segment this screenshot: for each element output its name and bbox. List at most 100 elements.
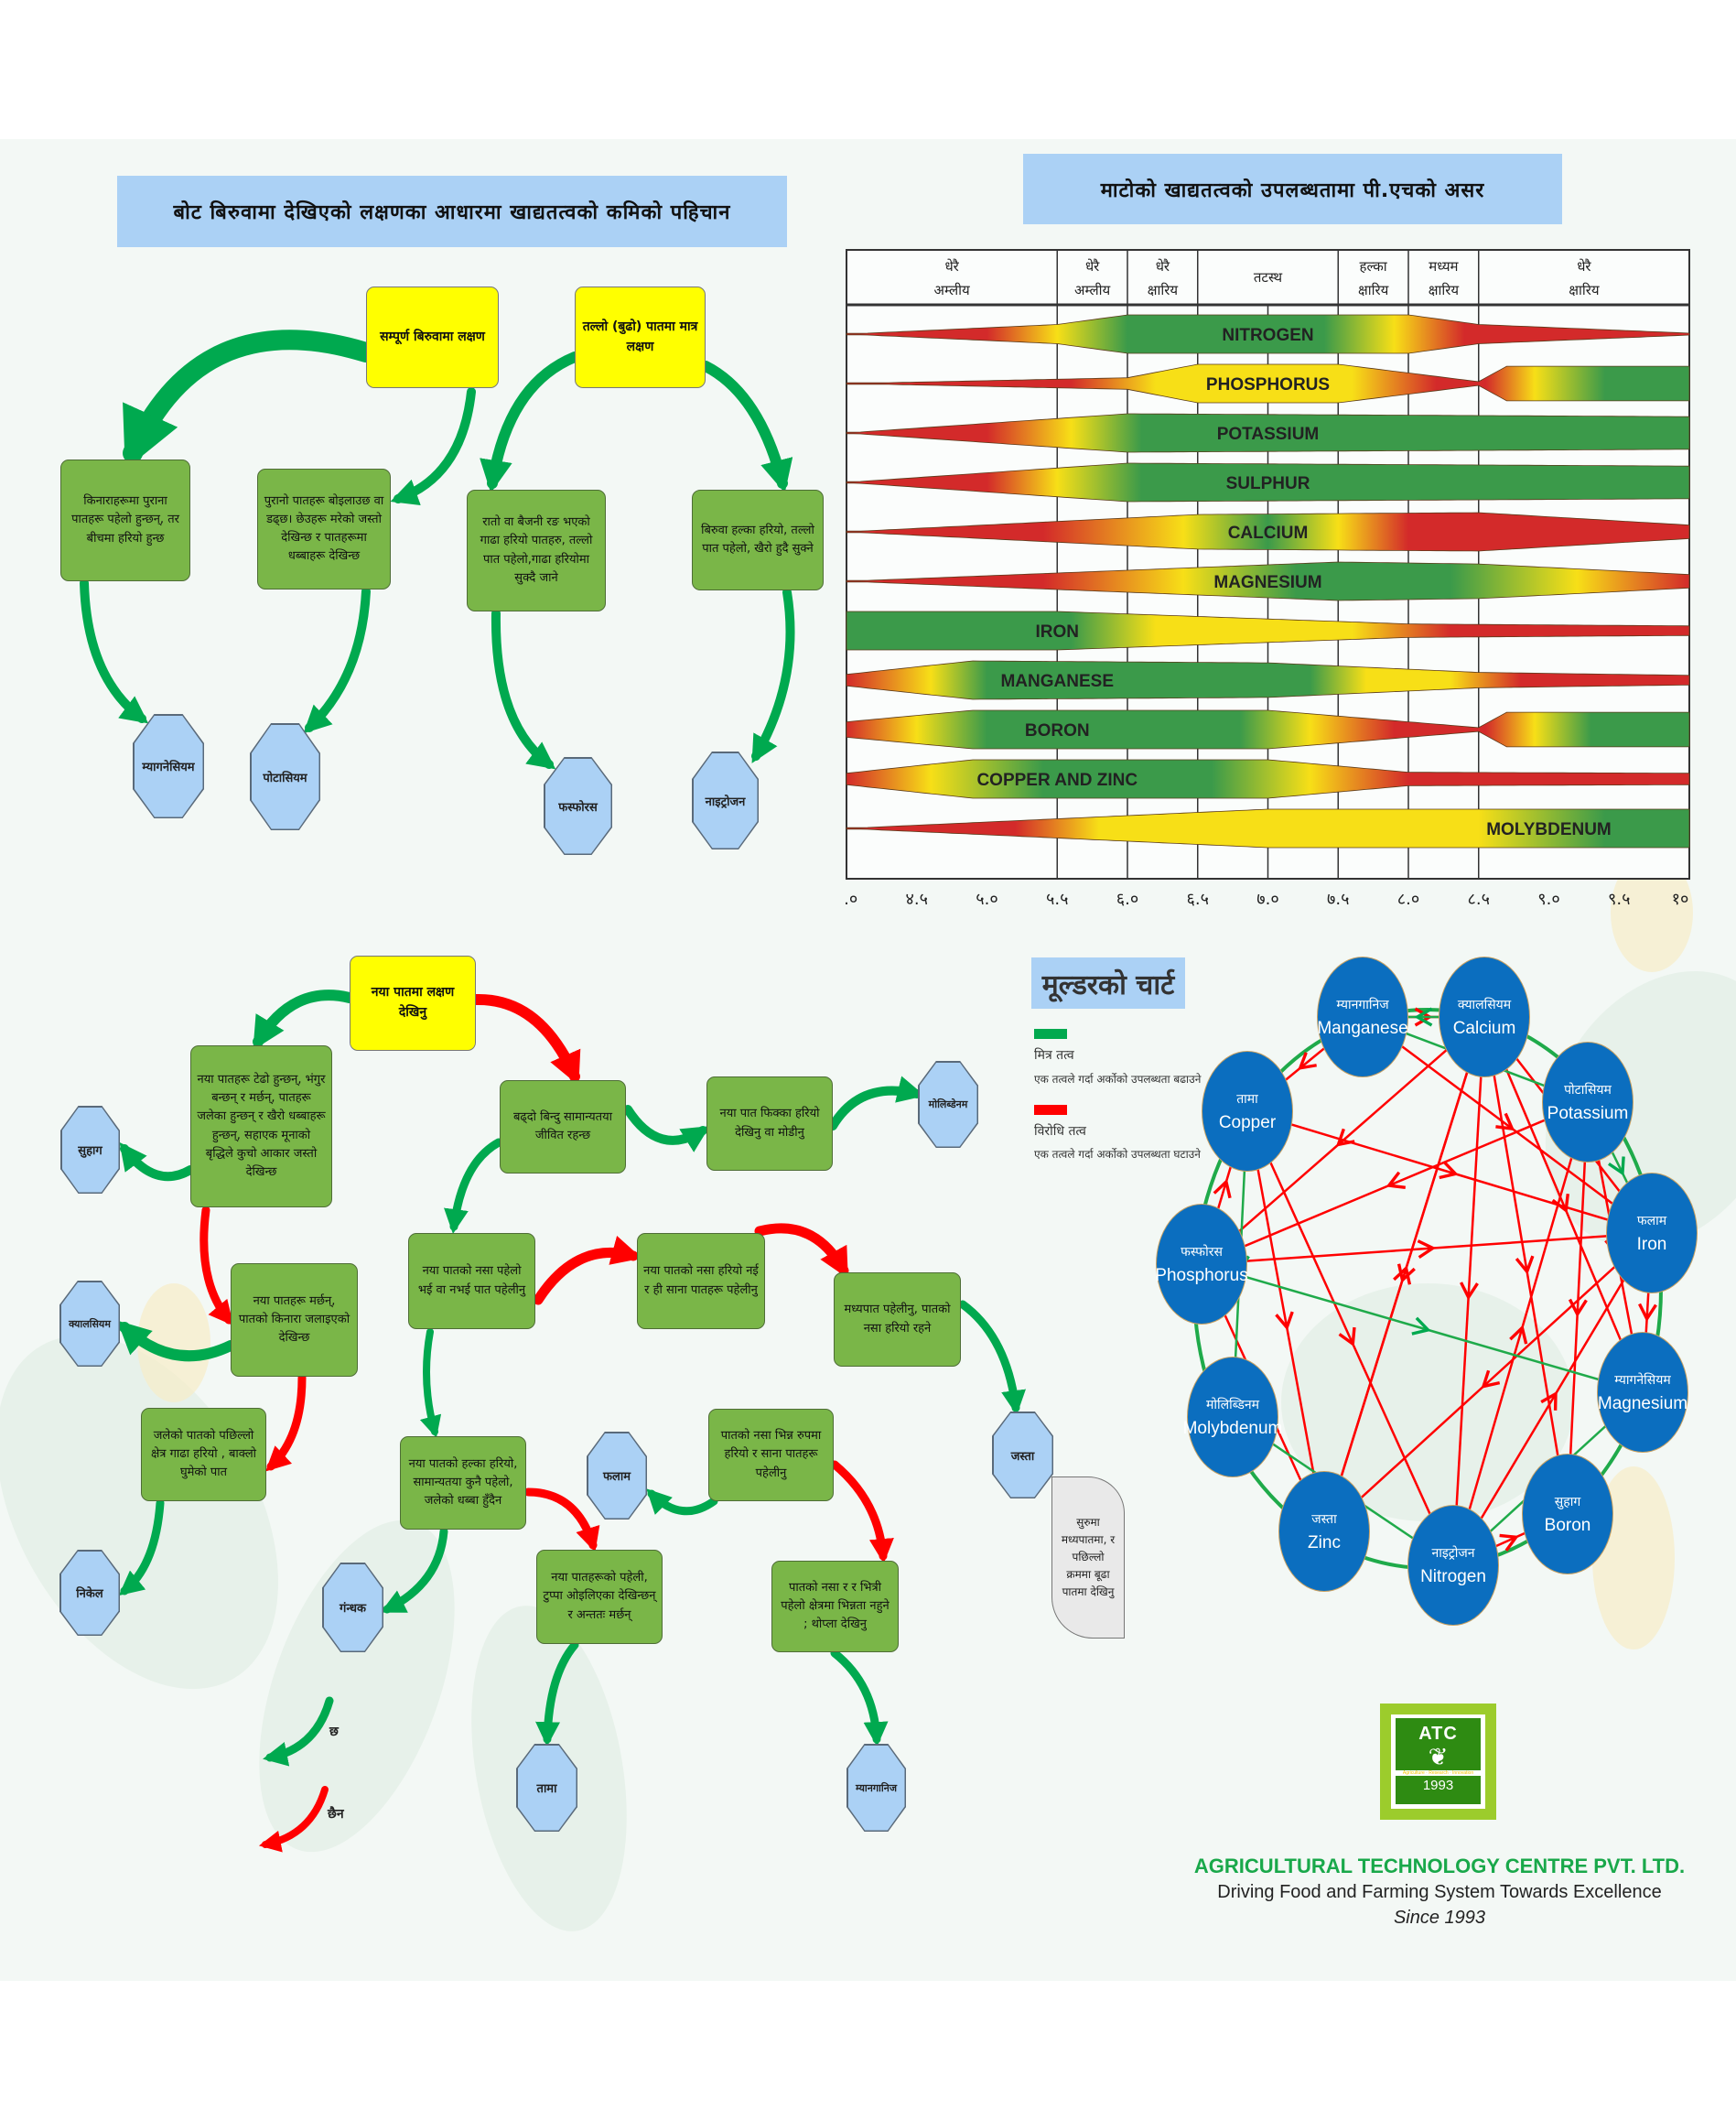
nutrient-band: [846, 363, 1690, 404]
flow-arrows: [80, 330, 1026, 1853]
ph-range-header: तटस्थ: [1254, 269, 1283, 286]
ph-range-header: हल्का: [1360, 258, 1388, 275]
ph-range-header: मध्यम: [1429, 258, 1459, 275]
nutrient-band-label: COPPER AND ZINC: [976, 771, 1138, 790]
nutrient-label: म्यानगानिज: [847, 1745, 905, 1831]
no-arrow: [265, 1373, 307, 1472]
nutrient-hexagon-boron: सुहाग: [60, 1106, 120, 1194]
flow-box-e: नया पातको नसा पहेलो भई वा नभई पात पहेलीन…: [408, 1233, 535, 1329]
mulder-node-zinc: जस्ताZinc: [1278, 1471, 1370, 1592]
nutrient-hexagon-sulphur: गंन्धक: [322, 1563, 383, 1652]
flow-box-h: जलेको पातको पछिल्लो क्षेत्र गाढा हरियो ,…: [141, 1408, 266, 1501]
node-english-label: Molybdenum: [1182, 1418, 1283, 1438]
node-english-label: Magnesium: [1597, 1393, 1688, 1413]
nutrient-band-label: POTASSIUM: [1217, 425, 1320, 444]
no-arrow: [258, 1786, 329, 1853]
node-english-label: Zinc: [1308, 1532, 1341, 1552]
nutrient-band: [846, 759, 1690, 799]
nutrient-band: [846, 660, 1690, 700]
node-english-label: Iron: [1636, 1234, 1667, 1254]
x-tick-label: ८.५: [1468, 890, 1490, 909]
node-nepali-label: नाइट्रोजन: [1431, 1545, 1475, 1561]
ph-range-header: धेरै: [1577, 258, 1591, 275]
nutrient-label: फलाम: [588, 1433, 646, 1519]
yes-arrow: [303, 587, 371, 734]
flow-box-a: नया पातहरू टेढो हुन्छन्, भंगुर बन्छन् र …: [190, 1045, 332, 1207]
antagonism-edge: [1566, 1101, 1590, 1515]
nutrient-hexagon-molybdenum: मोलिब्डेनम: [918, 1061, 978, 1148]
no-arrow: [830, 1460, 894, 1564]
nutrient-hexagon-nitrogen: नाइट्रोजन: [692, 752, 759, 849]
nutrient-label: निकेल: [60, 1551, 119, 1635]
ph-range-header: धेरै: [1156, 258, 1170, 275]
node-english-label: Calcium: [1452, 1018, 1516, 1038]
yes-arrow: [480, 352, 580, 493]
legend-no-label: छैन: [328, 1807, 344, 1822]
x-tick-label: ९.०: [1537, 890, 1559, 909]
logo-year: 1993: [1422, 1778, 1454, 1793]
new-leaf-symptom-box: नया पातमा लक्षण देखिनु: [350, 956, 476, 1051]
yes-arrow: [117, 1320, 236, 1362]
nutrient-band-label: MOLYBDENUM: [1486, 820, 1612, 839]
atc-logo: ATC ❦ Agriculture · Research · Innovatio…: [1380, 1704, 1496, 1820]
ph-availability-chart: धेरैअम्लीयधेरैअम्लीयधेरैक्षारियतटस्थहल्क…: [845, 249, 1690, 909]
x-tick-label: ६.५: [1187, 890, 1209, 909]
zinc-note: सुरुमा मध्यपातमा, र पछिल्लो क्रममा बूढा …: [1051, 1476, 1125, 1639]
yes-arrow: [828, 1076, 925, 1130]
node-english-label: Copper: [1218, 1112, 1277, 1132]
logo-text: ATC: [1418, 1724, 1458, 1744]
ph-range-header: धेरै: [944, 258, 959, 275]
legend-yes-label: छ: [329, 1725, 339, 1739]
no-arrow: [533, 1235, 642, 1305]
nutrient-label: सुहाग: [61, 1107, 119, 1193]
nutrient-hexagon-zinc: जस्ता: [992, 1412, 1053, 1498]
synergy-legend-desc: एक तत्वले गर्दा अर्कोको उपलब्धता बढाउने: [1034, 1073, 1202, 1086]
antagonism-legend-swatch: [1034, 1105, 1067, 1115]
antagonism-edge: [1322, 1016, 1486, 1532]
leaf-icon: ❦: [1428, 1743, 1449, 1770]
synergy-legend-label: मित्र तत्व: [1034, 1048, 1074, 1063]
flow-box-c: नया पात फिक्का हरियो देखिनु वा मोडीनु: [706, 1076, 833, 1171]
flow-box-i: नया पातको हल्का हरियो, सामान्यतया कुनै प…: [400, 1436, 526, 1530]
symptom-box: पुरानो पातहरू बोइलाउछ वा डढ्छ। छेउहरू मर…: [257, 469, 391, 589]
yes-arrow: [123, 330, 376, 471]
yes-arrow: [830, 1649, 889, 1747]
ph-range-header: क्षारिय: [1569, 282, 1600, 298]
nutrient-label: नाइट्रोजन: [693, 752, 758, 849]
antagonism-edge: [1483, 1016, 1644, 1393]
nutrient-hexagon-phosphorus: फस्फोरस: [544, 757, 612, 855]
symptom-box: रातो वा बैजनी रङ भएको गाढा हरियो पातहरु,…: [467, 490, 606, 611]
yes-arrow: [390, 387, 476, 506]
no-arrow: [754, 1223, 849, 1279]
nutrient-band-label: SULPHUR: [1226, 474, 1310, 493]
no-arrow: [523, 1487, 600, 1552]
nutrient-band: [846, 561, 1690, 601]
nutrient-label: फस्फोरस: [545, 758, 611, 854]
nutrient-hexagon-copper: तामा: [516, 1744, 577, 1832]
x-tick-label: ७.५: [1327, 890, 1349, 909]
antagonism-edge: [1245, 1110, 1455, 1566]
nutrient-band-label: PHOSPHORUS: [1206, 375, 1330, 395]
yes-arrow: [700, 361, 793, 493]
company-name: AGRICULTURAL TECHNOLOGY CENTRE PVT. LTD.: [1193, 1855, 1686, 1877]
synergy-legend-swatch: [1034, 1029, 1067, 1039]
node-english-label: Manganese: [1317, 1018, 1408, 1038]
company-since: Since 1993: [1393, 1908, 1486, 1928]
antagonism-edge: [1451, 1232, 1654, 1566]
x-tick-label: ६.०: [1116, 890, 1138, 909]
symptom-box: बिरुवा हल्का हरियो, तल्लो पात पहेलो, खैर…: [692, 490, 824, 590]
logo-tagline: Agriculture · Research · Innovation: [1396, 1770, 1481, 1776]
nutrient-band: [846, 709, 1690, 750]
nutrient-band: [846, 611, 1690, 651]
node-english-label: Nitrogen: [1420, 1566, 1486, 1586]
flow-box-j: पातको नसा भिन्न रुपमा हरियो र साना पातहर…: [708, 1409, 834, 1501]
x-tick-label: ५.५: [1046, 890, 1068, 909]
ph-range-header: क्षारिय: [1429, 282, 1460, 298]
deficiency-title: बोट बिरुवामा देखिएको लक्षणका आधारमा खाद्…: [117, 176, 787, 247]
mulder-node-magnesium: म्यागनेसियम Magnesium: [1597, 1332, 1688, 1453]
nutrient-band: [846, 314, 1690, 354]
node-nepali-label: म्यागनेसियम: [1614, 1372, 1671, 1388]
